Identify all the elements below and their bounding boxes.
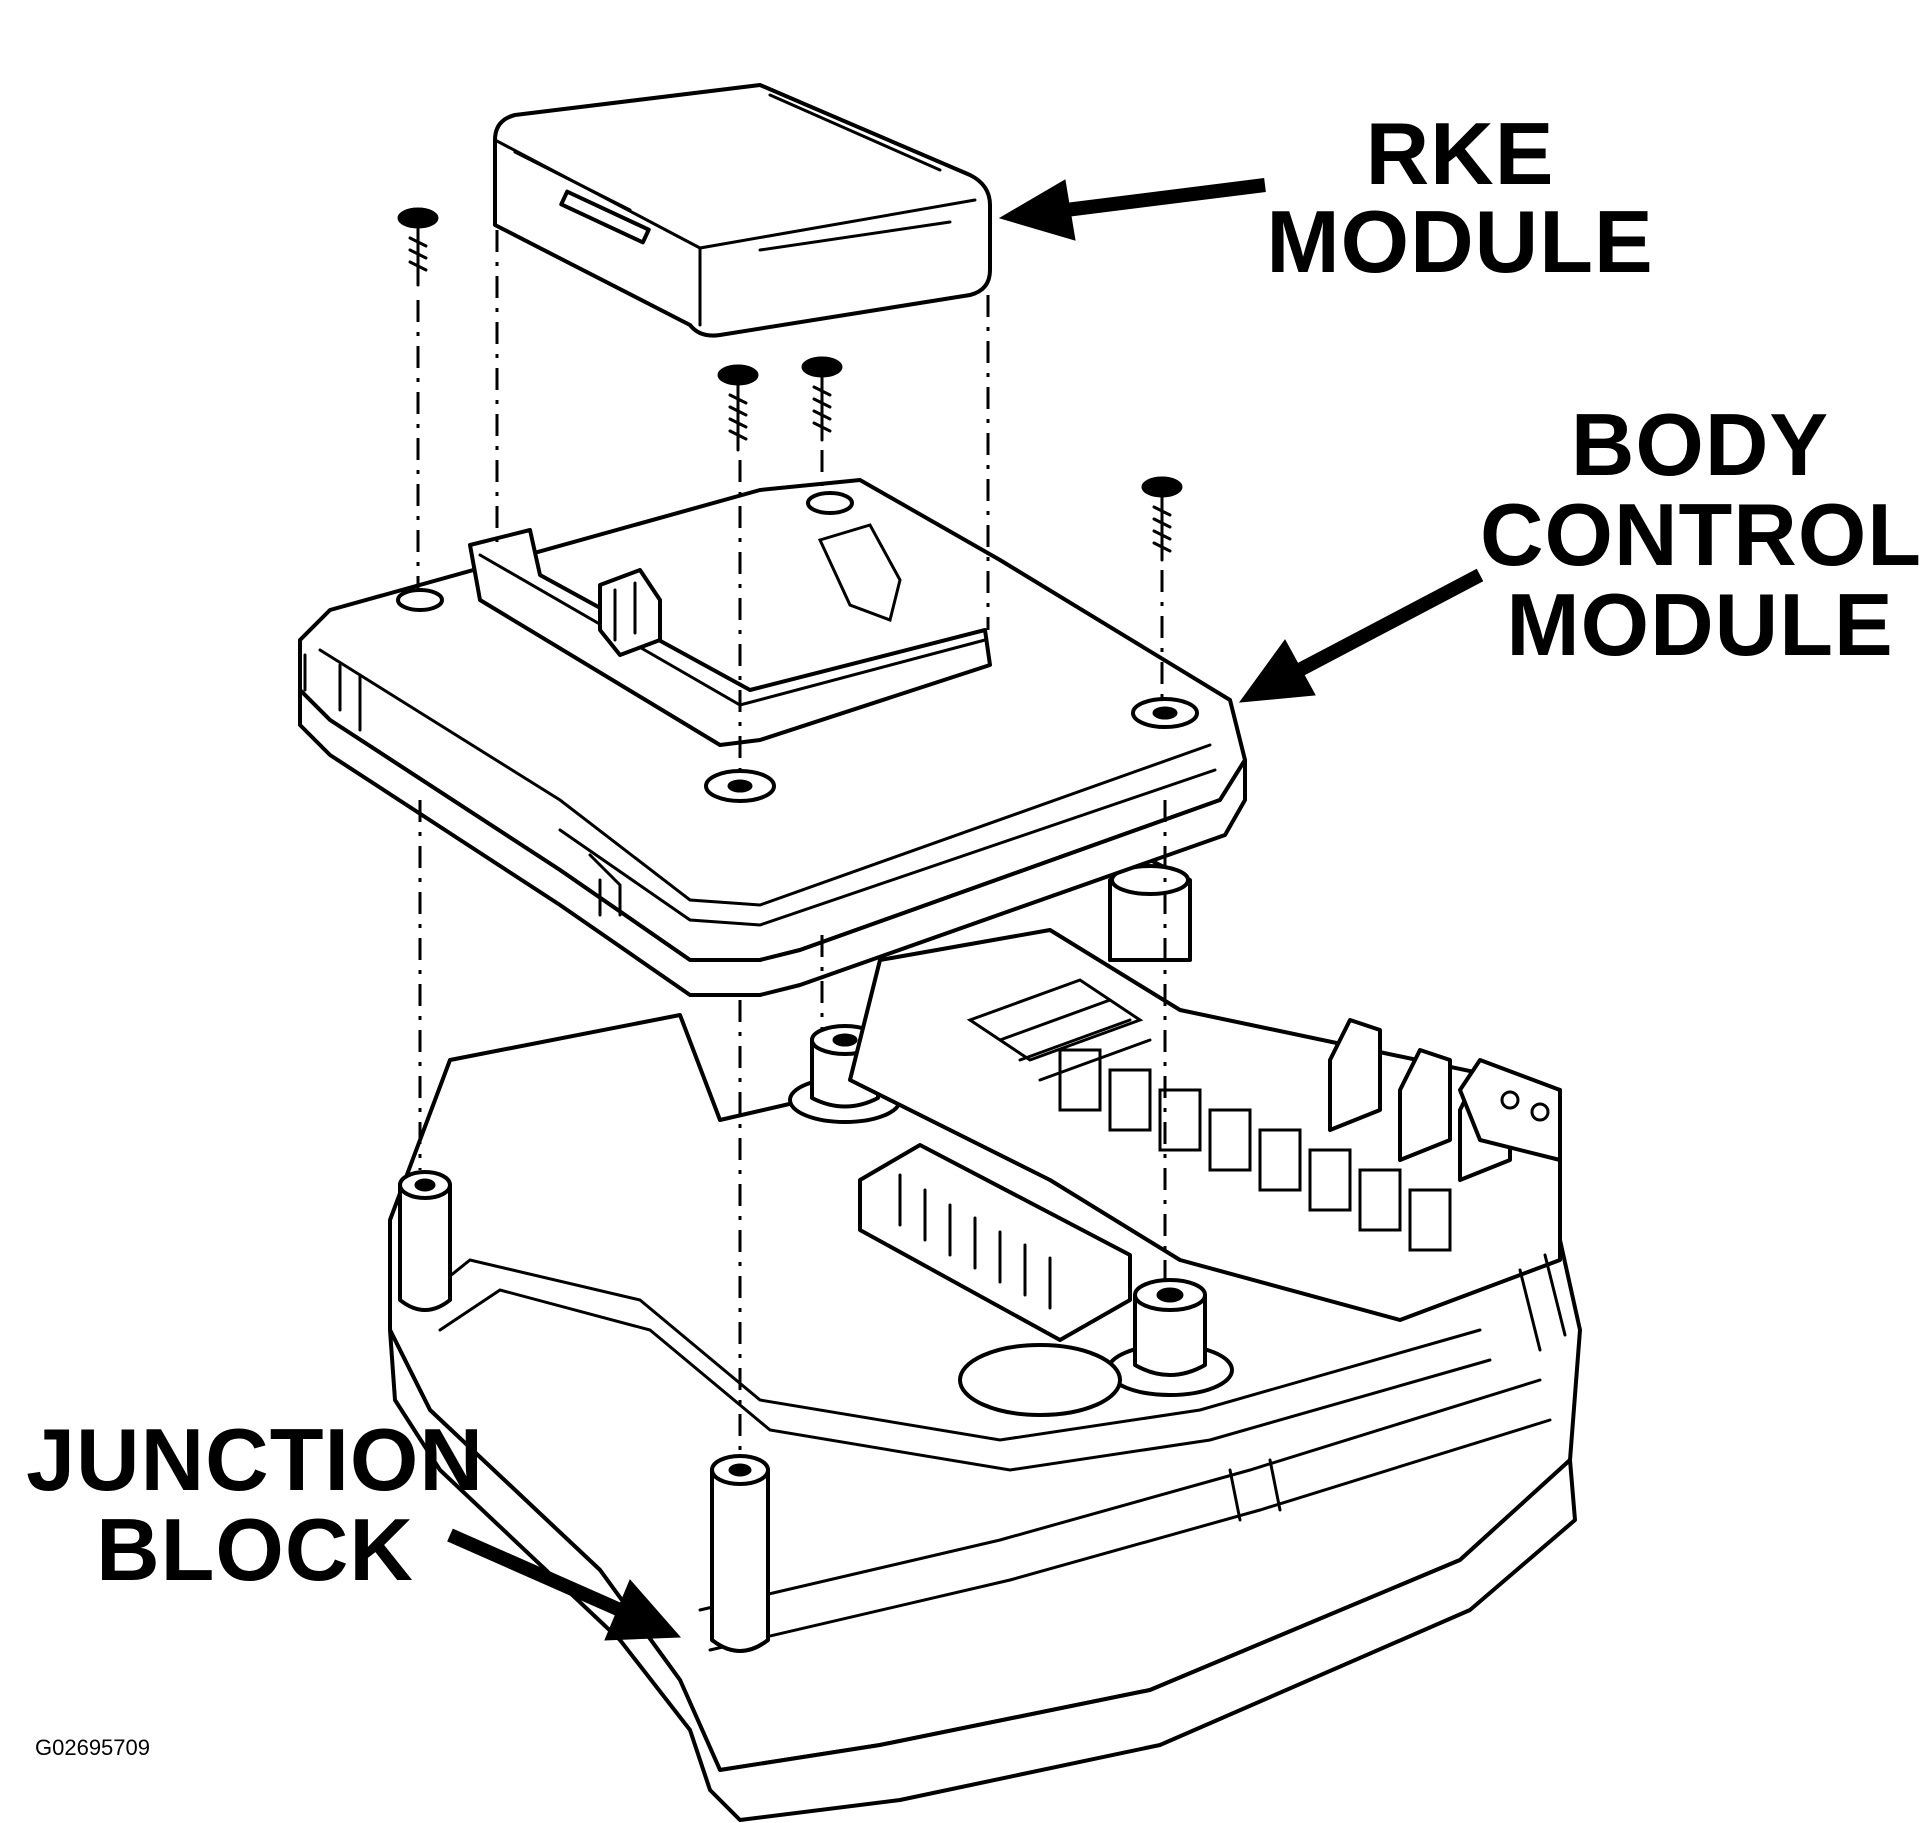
bcm-label-line-2: CONTROL xyxy=(1480,484,1923,584)
figure-id: G02695709 xyxy=(35,1735,150,1760)
bcm-label-line-1: BODY xyxy=(1570,395,1830,494)
front-mounting-post xyxy=(710,1454,770,1653)
junction-block-label-line-2: BLOCK xyxy=(96,1499,414,1599)
callout-arrows xyxy=(447,178,1484,1641)
screw-front-right xyxy=(1141,476,1183,562)
rke-module xyxy=(493,83,992,338)
junction-block xyxy=(388,858,1582,1822)
left-mounting-post xyxy=(398,1170,452,1312)
junction-block-callout-arrow xyxy=(447,1528,682,1641)
body-control-module xyxy=(298,478,1247,997)
bcm-callout-arrow xyxy=(1238,568,1484,703)
screw-center-left xyxy=(717,364,759,452)
center-hole xyxy=(958,1343,1122,1417)
rke-module-label: RKE MODULE xyxy=(1250,110,1670,286)
body-control-module-label: BODY CONTROL MODULE xyxy=(1480,395,1923,674)
screw-rear-left xyxy=(397,207,439,287)
pin-connector xyxy=(858,1143,1132,1342)
rke-module-label-line-2: MODULE xyxy=(1266,192,1654,291)
bcm-label-line-3: MODULE xyxy=(1506,574,1894,674)
junction-block-label: JUNCTION BLOCK xyxy=(20,1415,490,1595)
alignment-lines xyxy=(416,230,1167,1460)
fuse-relay-block xyxy=(848,858,1562,1322)
bcm-hole-rear-right xyxy=(806,491,854,515)
rke-callout-arrow xyxy=(998,178,1266,241)
rke-module-label-line-1: RKE xyxy=(1365,104,1555,203)
screw-center-right xyxy=(801,356,843,442)
junction-block-label-line-1: JUNCTION xyxy=(26,1410,484,1509)
bcm-hole-rear-left xyxy=(396,588,444,612)
